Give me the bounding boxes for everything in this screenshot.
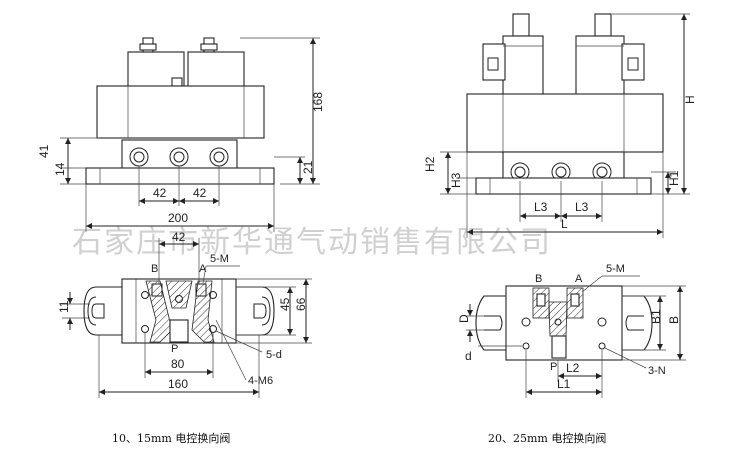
dim-H2: H2 — [423, 156, 437, 172]
left-solenoid-2 — [187, 51, 245, 89]
dim-L2: L2 — [566, 361, 580, 375]
right-port-p: P — [550, 361, 557, 373]
left-label-5m: 5-M — [210, 253, 229, 265]
dim-d: d — [465, 349, 472, 363]
dim-L1: L1 — [557, 377, 571, 391]
dim-42-a: 42 — [153, 186, 167, 200]
dim-45: 45 — [278, 297, 292, 311]
left-solenoid-1 — [127, 51, 185, 89]
right-caption: 20、25mm 电控换向阀 — [488, 431, 606, 445]
dim-14: 14 — [53, 162, 67, 176]
left-top-view: B A 5-M P 42 80 160 11 45 66 5-d 4- — [57, 230, 312, 398]
left-port-b: B — [151, 263, 158, 275]
dim-H1: H1 — [667, 170, 681, 186]
dim-21: 21 — [301, 160, 315, 174]
right-label-3n: 3-N — [648, 365, 666, 377]
dim-160: 160 — [168, 377, 188, 391]
watermark-text: 石家庄市新华通气动销售有限公司 — [72, 225, 552, 260]
dim-L: L — [561, 217, 568, 231]
dim-200: 200 — [168, 211, 188, 225]
dim-168: 168 — [311, 92, 325, 112]
dim-L3-a: L3 — [534, 200, 548, 214]
dim-42-b: 42 — [193, 186, 207, 200]
right-solenoid-1 — [502, 35, 544, 97]
dim-H3: H3 — [449, 172, 463, 188]
right-top-view: B A 5-M P D d L2 L1 B1 B 3-N — [457, 263, 686, 398]
left-label-4m6: 4-M6 — [248, 375, 273, 387]
dim-top-42: 42 — [172, 230, 186, 244]
left-label-5d: 5-d — [266, 349, 282, 361]
dim-66: 66 — [294, 297, 308, 311]
left-caption: 10、15mm 电控换向阀 — [112, 431, 230, 445]
right-front-view: H H1 H2 H3 L3 L3 L — [423, 13, 697, 238]
dim-41: 41 — [37, 144, 51, 158]
right-solenoid-2 — [575, 35, 625, 97]
right-base-plate — [475, 177, 652, 195]
dim-L3-b: L3 — [575, 200, 589, 214]
left-front-view: 168 41 14 21 42 42 200 — [37, 37, 325, 232]
left-valve-body — [96, 85, 265, 139]
left-base-plate — [85, 167, 275, 185]
dim-B: B — [667, 316, 681, 324]
right-label-5m: 5-M — [606, 263, 625, 275]
right-port-b: B — [535, 273, 542, 285]
left-port-a: A — [199, 263, 207, 275]
right-port-a: A — [575, 273, 583, 285]
dim-B1: B1 — [649, 309, 663, 324]
left-port-p: P — [171, 343, 178, 355]
right-valve-body — [466, 93, 664, 153]
dim-H: H — [683, 95, 697, 104]
dim-80: 80 — [171, 357, 185, 371]
dim-D: D — [457, 314, 471, 323]
dim-11: 11 — [57, 300, 71, 313]
